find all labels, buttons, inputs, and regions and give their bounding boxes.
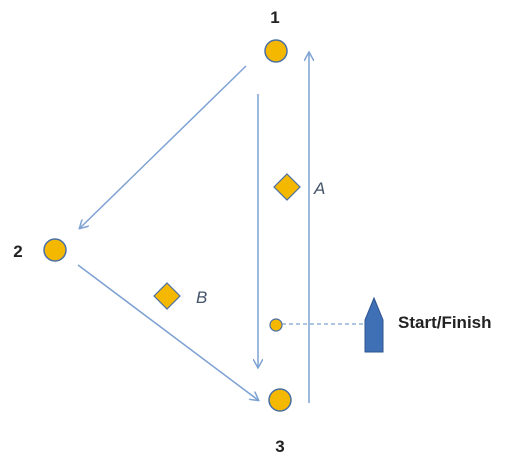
buoy-1-label: 1: [270, 8, 279, 27]
buoy-2: [43, 238, 67, 262]
leg-1-to-2-arrow: [80, 65, 247, 228]
boat-icon: [364, 296, 384, 353]
start-buoy: [269, 318, 283, 332]
buoy-3: [268, 388, 292, 412]
mark-b-diamond: [153, 282, 181, 310]
buoy-3-label: 3: [275, 437, 284, 456]
leg-2-to-3-arrow: [77, 264, 258, 400]
start-finish-label: Start/Finish: [398, 313, 492, 332]
mark-b-label: B: [196, 288, 207, 307]
mark-a-label: A: [313, 179, 325, 198]
buoy-2-label: 2: [13, 242, 22, 261]
buoy-1: [264, 39, 288, 63]
mark-a-diamond: [273, 173, 301, 201]
